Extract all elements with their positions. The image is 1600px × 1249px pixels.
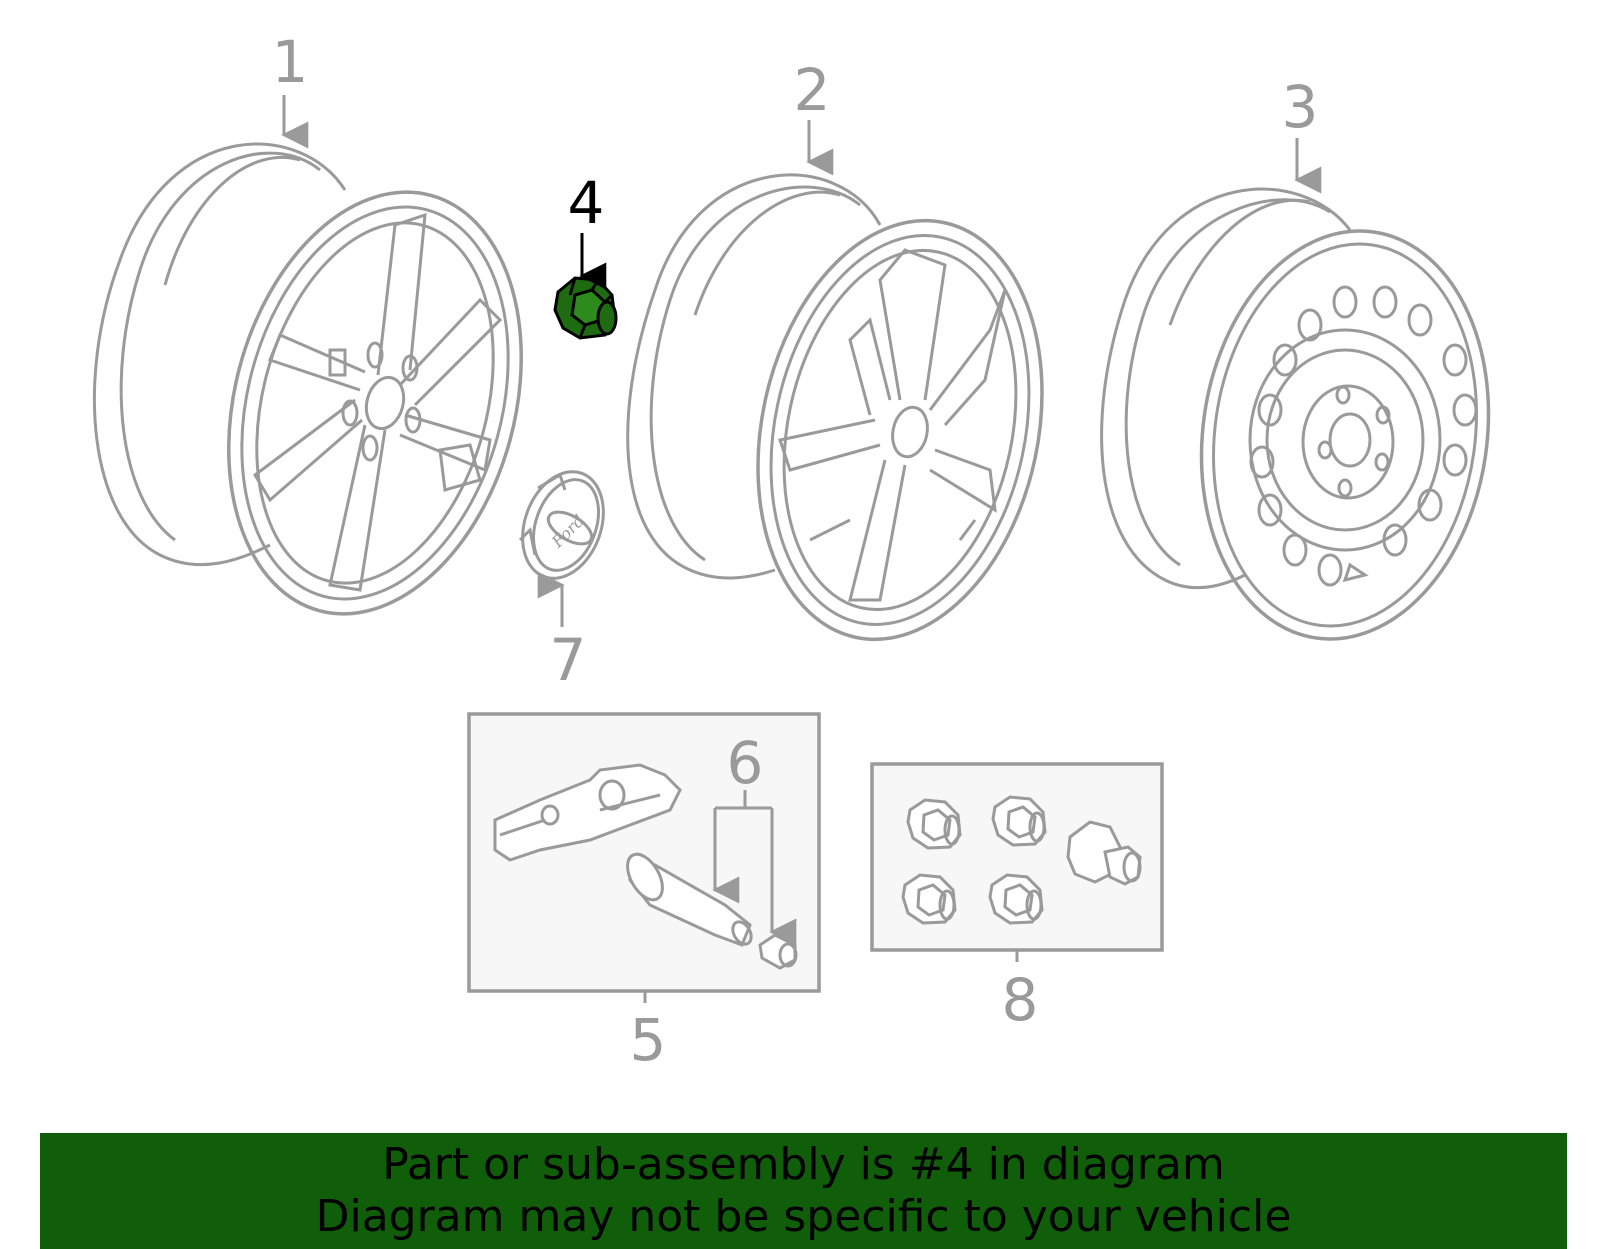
callout-4[interactable]: 4 xyxy=(568,169,605,237)
tpms-sensor-icon[interactable] xyxy=(493,763,682,862)
wheel-2-alloy-icon[interactable] xyxy=(626,173,1079,666)
callout-6: 6 xyxy=(727,729,764,797)
info-banner: Part or sub-assembly is #4 in diagram Di… xyxy=(40,1133,1567,1249)
callout-5: 5 xyxy=(630,1006,667,1074)
lug-nut-4-highlighted-icon[interactable] xyxy=(553,276,618,340)
banner-line-2: Diagram may not be specific to your vehi… xyxy=(315,1191,1292,1242)
banner-line-1: Part or sub-assembly is #4 in diagram xyxy=(382,1139,1225,1190)
wheel-3-steel-spare-icon[interactable] xyxy=(1100,187,1515,658)
lug-nut-set-icon[interactable] xyxy=(901,795,1142,925)
valve-stem-icon[interactable] xyxy=(620,848,755,947)
callout-1: 1 xyxy=(272,28,309,96)
callout-7: 7 xyxy=(550,626,587,694)
callout-3: 3 xyxy=(1282,73,1319,141)
callout-6-bracket xyxy=(712,790,797,946)
center-cap-logo: Ford xyxy=(547,511,588,552)
callout-2: 2 xyxy=(794,56,831,124)
wheel-1-alloy-icon[interactable] xyxy=(92,142,565,647)
callout-8: 8 xyxy=(1002,966,1039,1034)
